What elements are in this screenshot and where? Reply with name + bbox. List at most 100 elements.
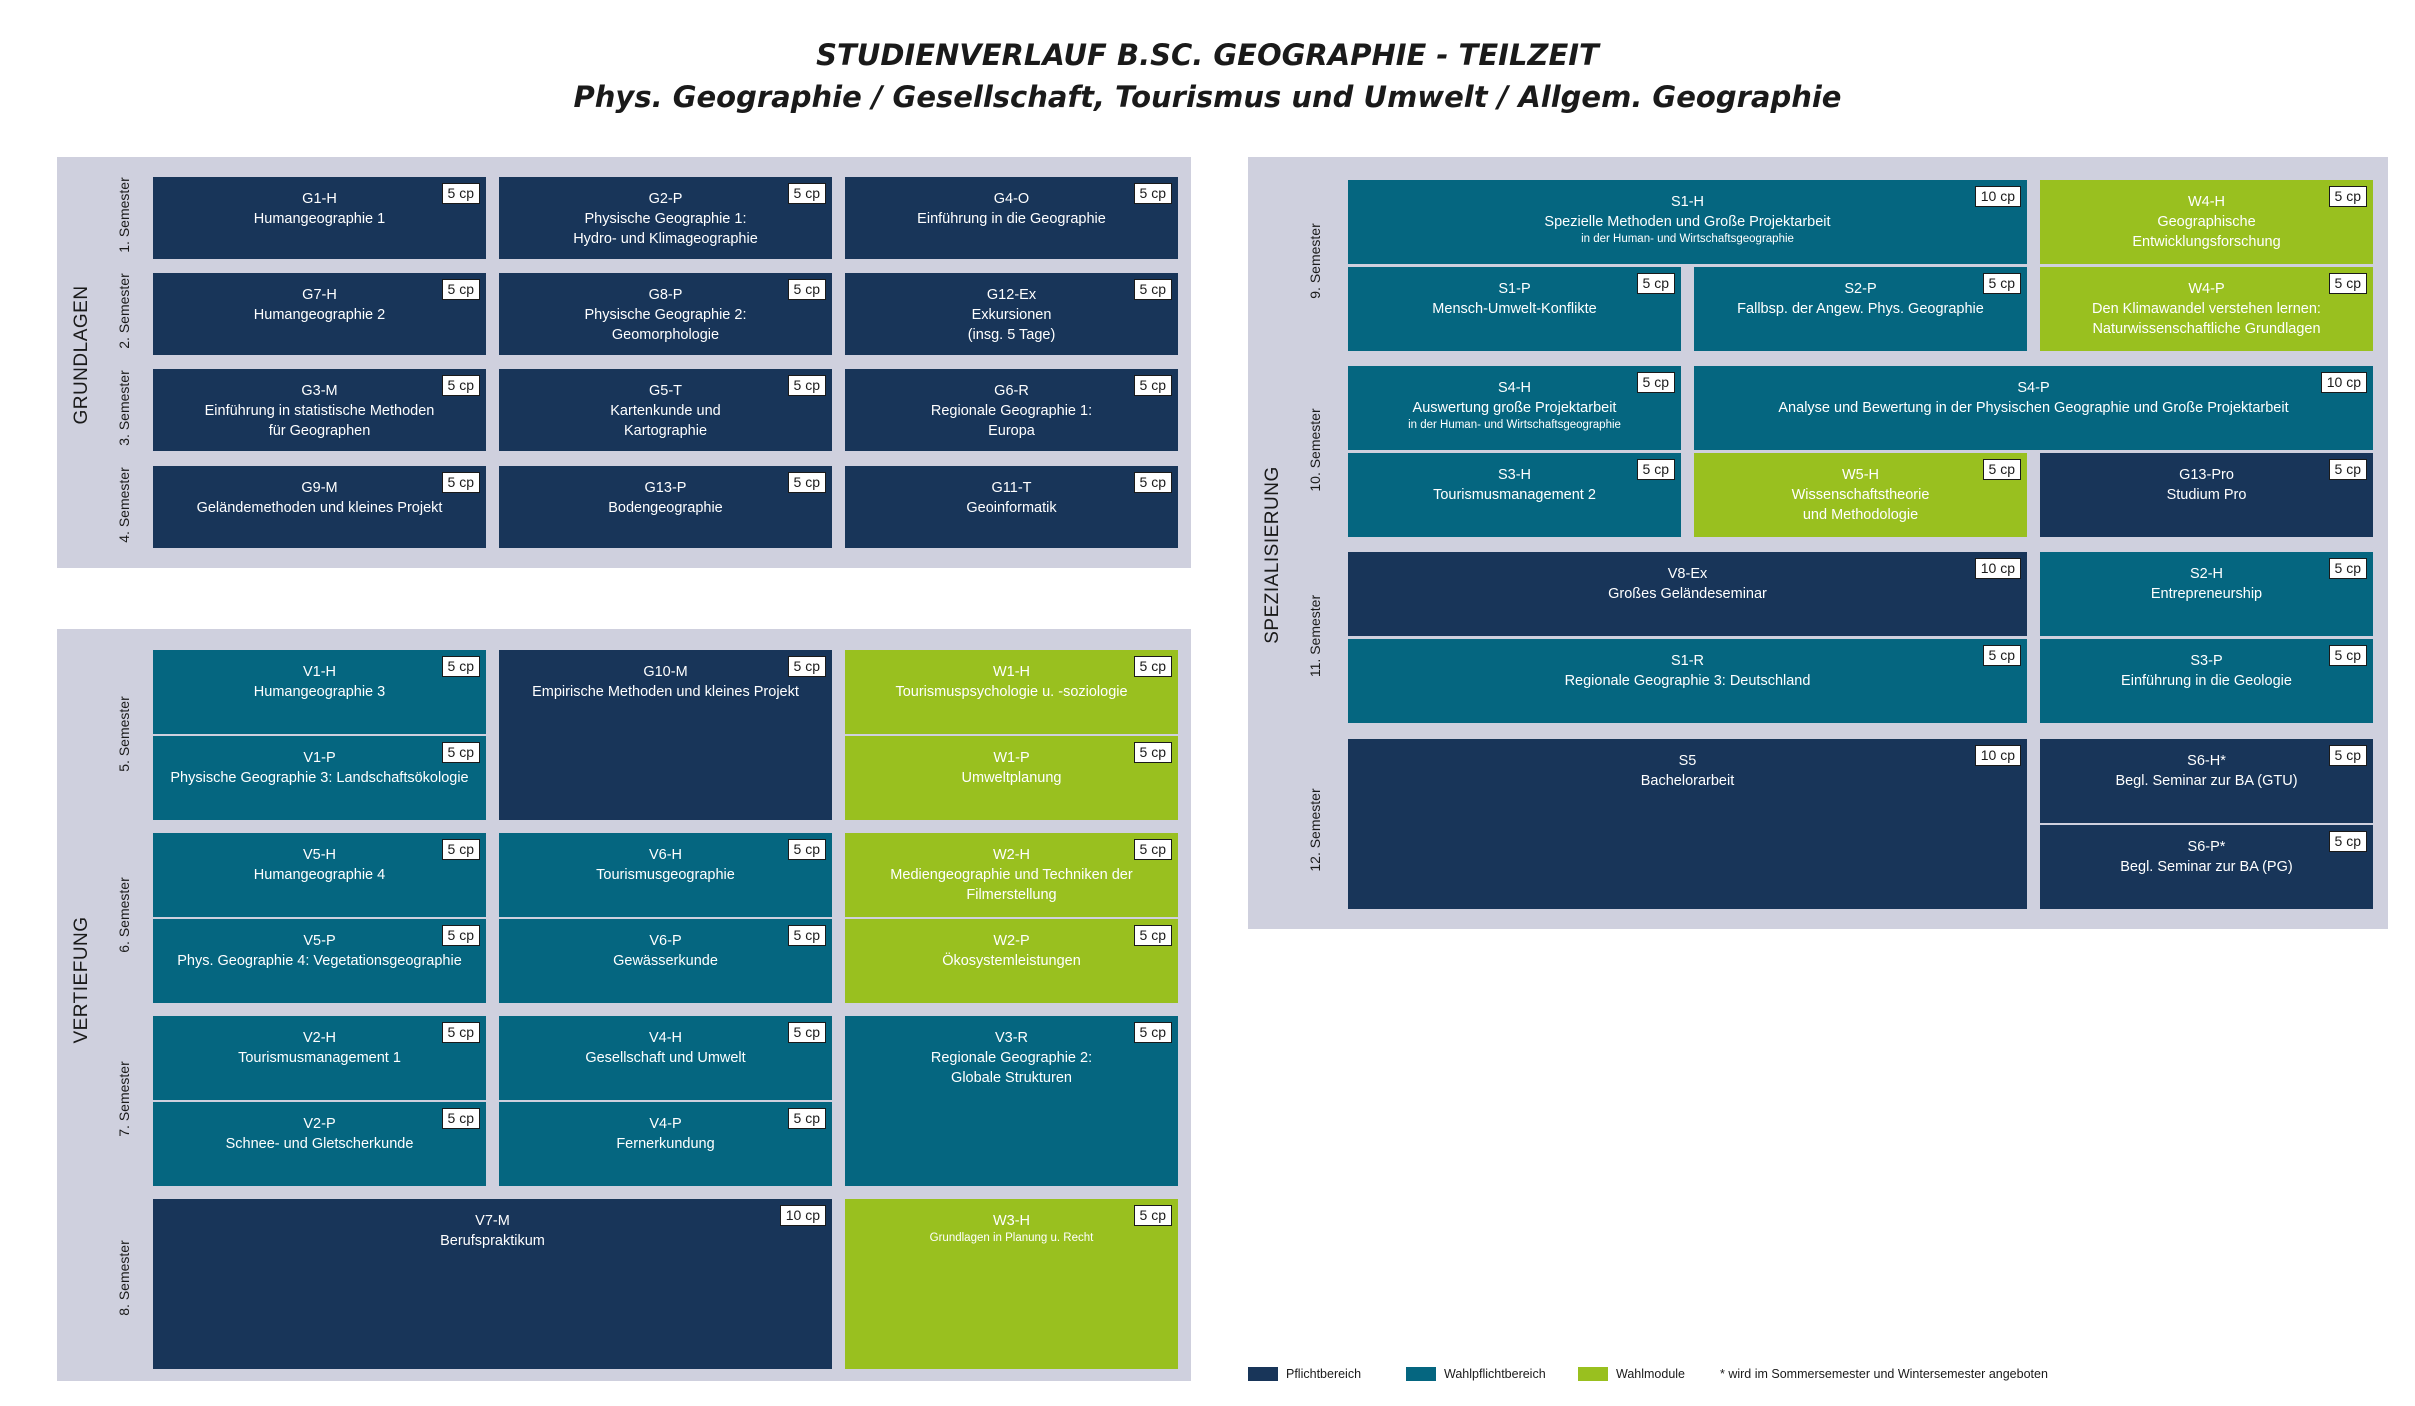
credit-badge: 5 cp [1636, 459, 1675, 480]
semester-label: 12. Semester [1307, 788, 1323, 872]
module-code: S6-P* [2187, 839, 2226, 855]
page-subtitle: Phys. Geographie / Gesellschaft, Tourism… [573, 80, 1842, 114]
module-title: Spezielle Methoden und Große Projektarbe… [1544, 214, 1831, 230]
module-code: G7-H [302, 287, 337, 303]
module-code: V6-P [649, 933, 682, 949]
credit-badge: 5 cp [1133, 925, 1172, 946]
credit-badge: 5 cp [787, 839, 826, 860]
module-title: Begl. Seminar zur BA (PG) [2120, 859, 2293, 875]
credit-badge: 5 cp [1133, 839, 1172, 860]
section-label-spezialisierung: SPEZIALISIERUNG [1262, 466, 1283, 644]
module-code: S1-P [1498, 281, 1531, 297]
module-code: S2-P [1844, 281, 1877, 297]
module-code: W5-H [1841, 467, 1880, 483]
semester-label: 11. Semester [1307, 594, 1323, 678]
module-title: Den Klimawandel verstehen lernen: [2092, 301, 2321, 317]
credit-badge: 5 cp [787, 925, 826, 946]
semester-label: 1. Semester [116, 177, 132, 253]
module-title: Regionale Geographie 1: [930, 403, 1093, 419]
module-code: S3-P [2190, 653, 2223, 669]
credit-badge: 5 cp [1982, 273, 2021, 294]
module-code: V5-H [302, 847, 337, 863]
credit-badge: 5 cp [441, 1022, 480, 1043]
module-code: S1-H [1670, 194, 1705, 210]
semester-label: 4. Semester [116, 467, 132, 543]
module-title: Phys. Geographie 4: Vegetationsgeographi… [177, 953, 462, 969]
credit-badge: 5 cp [787, 656, 826, 677]
credit-badge: 5 cp [1133, 656, 1172, 677]
credit-badge: 5 cp [2328, 645, 2367, 666]
module-title: Humangeographie 4 [253, 867, 386, 883]
semester-label: 3. Semester [116, 370, 132, 446]
module-code: W2-P [993, 933, 1030, 949]
module-code: V4-H [648, 1030, 683, 1046]
credit-badge: 5 cp [1982, 459, 2021, 480]
credit-badge: 5 cp [1636, 273, 1675, 294]
module-title: Umweltplanung [961, 770, 1062, 786]
page-title: STUDIENVERLAUF B.SC. GEOGRAPHIE - TEILZE… [816, 38, 1599, 72]
semester-label: 7. Semester [116, 1061, 132, 1137]
module-code: V7-M [475, 1213, 510, 1229]
module-code: V8-Ex [1667, 566, 1708, 582]
module-title: Humangeographie 1 [253, 211, 386, 227]
module-code: S1-R [1670, 653, 1705, 669]
module-title: Physische Geographie 1: [584, 211, 747, 227]
module-title: Bachelorarbeit [1640, 773, 1735, 789]
module-tile: 5 cp W1-P Umweltplanung [845, 736, 1178, 820]
credit-badge: 5 cp [787, 279, 826, 300]
credit-badge: 5 cp [1982, 645, 2021, 666]
credit-badge: 10 cp [2320, 372, 2367, 393]
credit-badge: 5 cp [1133, 1205, 1172, 1226]
module-title: Physische Geographie 2: [584, 307, 747, 323]
module-title: Globale Strukturen [951, 1070, 1072, 1086]
credit-badge: 5 cp [787, 1108, 826, 1129]
module-code: W1-P [993, 750, 1030, 766]
credit-badge: 10 cp [1974, 558, 2021, 579]
credit-badge: 5 cp [1133, 1022, 1172, 1043]
credit-badge: 5 cp [2328, 558, 2367, 579]
module-title: Einführung in die Geographie [917, 211, 1106, 227]
section-label-grundlagen: GRUNDLAGEN [71, 285, 92, 425]
credit-badge: 5 cp [441, 472, 480, 493]
semester-label: 10. Semester [1307, 408, 1323, 492]
credit-badge: 5 cp [1133, 375, 1172, 396]
credit-badge: 5 cp [1133, 742, 1172, 763]
module-title: Kartographie [623, 423, 708, 439]
module-title: Fallbsp. der Angew. Phys. Geographie [1737, 301, 1984, 317]
module-title: Kartenkunde und [610, 403, 721, 419]
legend-note: * wird im Sommersemester und Wintersemes… [1720, 1367, 2048, 1381]
module-code: V1-P [303, 750, 336, 766]
module-subtitle: in der Human- und Wirtschaftsgeographie [1581, 233, 1794, 245]
module-code: G11-T [991, 480, 1032, 496]
credit-badge: 5 cp [441, 656, 480, 677]
module-title: Mediengeographie und Techniken der [890, 867, 1133, 883]
module-title: Gewässerkunde [613, 953, 718, 969]
credit-badge: 5 cp [2328, 186, 2367, 207]
module-code: G12-Ex [986, 287, 1037, 303]
module-title: Regionale Geographie 3: Deutschland [1564, 673, 1811, 689]
section-label-vertiefung: VERTIEFUNG [71, 916, 92, 1044]
legend-swatch [1406, 1367, 1436, 1381]
module-title: Empirische Methoden und kleines Projekt [532, 684, 799, 700]
